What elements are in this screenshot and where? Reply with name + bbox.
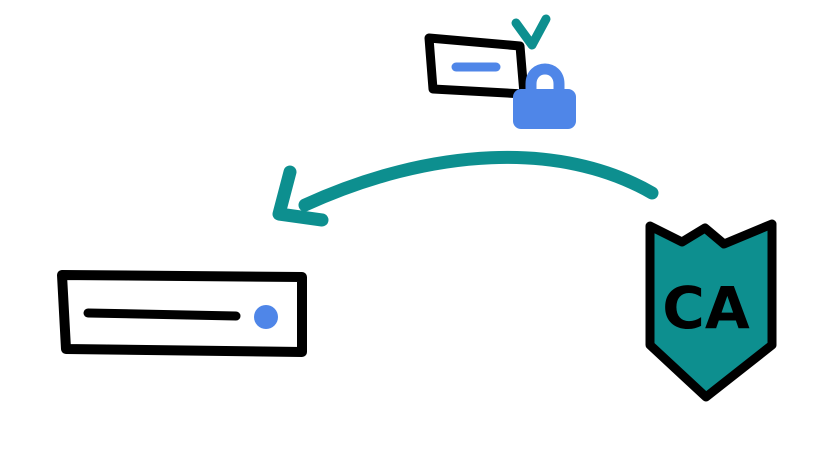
status-light bbox=[254, 305, 278, 329]
certificate-icon bbox=[424, 14, 576, 129]
issue-certificate-arrow bbox=[272, 150, 659, 227]
shield-outline bbox=[645, 219, 777, 402]
lock-body bbox=[513, 89, 576, 129]
server-frame bbox=[57, 270, 307, 357]
checkmark-icon bbox=[511, 14, 551, 50]
server-icon bbox=[57, 270, 307, 357]
ca-label: CA bbox=[662, 274, 750, 342]
shield-fill bbox=[650, 224, 772, 397]
arrow-head bbox=[272, 165, 329, 227]
lock-icon bbox=[513, 63, 576, 129]
arrow-curve bbox=[298, 150, 659, 212]
shield-icon: CA bbox=[645, 219, 777, 402]
lock-shackle bbox=[525, 63, 565, 99]
server-slot bbox=[83, 308, 241, 321]
